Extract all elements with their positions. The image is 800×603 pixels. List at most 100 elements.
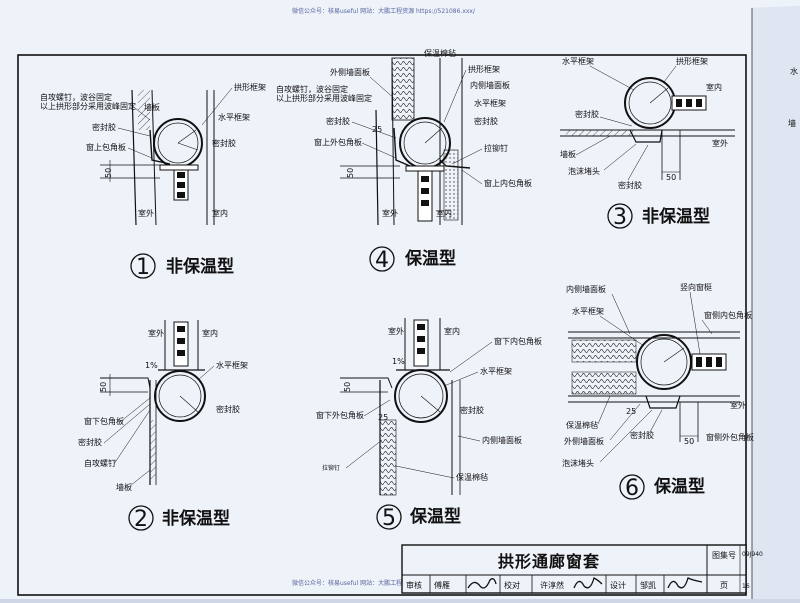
label-wall: 墙板 bbox=[116, 482, 132, 492]
label-dim: 50 bbox=[684, 437, 694, 446]
label-foam: 泡沫堵头 bbox=[562, 458, 594, 468]
label-outer-panel: 外侧墙面板 bbox=[330, 67, 370, 77]
review-label: 审核 bbox=[406, 580, 422, 590]
reviewer-name: 傅雁 bbox=[434, 580, 450, 590]
checker-signature bbox=[573, 577, 603, 589]
label-sealant: 密封胶 bbox=[630, 430, 654, 440]
sheet-border bbox=[17, 54, 747, 596]
atlas-number: 09J940 bbox=[742, 551, 763, 558]
label-sealant-2: 密封胶 bbox=[216, 404, 240, 414]
label-slope: 1% bbox=[145, 361, 158, 370]
label-outside: 室外 bbox=[388, 326, 404, 336]
edge-fragment-b: 墙 bbox=[788, 118, 796, 128]
label-sealant-2: 密封胶 bbox=[326, 116, 350, 126]
label-arch-frame: 拱形框架 bbox=[676, 56, 708, 66]
label-horizontal-frame: 水平框架 bbox=[474, 98, 506, 108]
label-mullion: 竖向窗梃 bbox=[680, 282, 712, 292]
watermark-top: 微信公众号：核易useful 网站：大鹏工程资源 https://521086.… bbox=[292, 7, 476, 15]
label-sealant: 密封胶 bbox=[92, 122, 116, 132]
label-fastener: 自攻螺钉，波谷固定 bbox=[276, 84, 348, 94]
detail-type-label: 保温型 bbox=[409, 506, 461, 527]
label-outside: 室外 bbox=[382, 208, 398, 218]
detail-2: 室外 室内 1% 水平框架 50 窗下包角板 密封胶 密封胶 自攻螺钉 墙板 2… bbox=[78, 320, 248, 532]
label-outside: 室外 bbox=[730, 400, 746, 410]
label-outer-flashing: 窗下外包角板 bbox=[316, 410, 364, 420]
label-arch-frame: 拱形框架 bbox=[468, 64, 500, 74]
reviewer-signature bbox=[467, 578, 497, 589]
atlas-number-label: 图集号 bbox=[712, 550, 736, 560]
detail-6: 内侧墙面板 竖向窗梃 水平框架 窗侧内包角板 保温棉毡 外侧墙面板 25 密封胶… bbox=[562, 282, 754, 501]
label-dim-25: 25 bbox=[378, 413, 388, 422]
edge-fragment-a: 水 bbox=[790, 66, 798, 76]
label-wall: 墙板 bbox=[144, 102, 160, 112]
label-sealant-2: 密封胶 bbox=[618, 180, 642, 190]
label-foam: 泡沫堵头 bbox=[568, 166, 600, 176]
label-horizontal-frame: 水平框架 bbox=[216, 360, 248, 370]
page-label: 页 bbox=[720, 581, 728, 590]
label-flashing: 窗上包角板 bbox=[86, 142, 126, 152]
label-outer-panel: 外侧墙面板 bbox=[564, 436, 604, 446]
label-rivet: 拉铆钉 bbox=[322, 464, 340, 472]
label-fastener-2: 以上拱形部分采用波峰固定 bbox=[40, 101, 136, 111]
label-insulation: 保温棉毡 bbox=[456, 472, 488, 482]
detail-number: 2 bbox=[134, 507, 148, 532]
label-inner-flashing: 窗下内包角板 bbox=[494, 336, 542, 346]
check-label: 校对 bbox=[504, 580, 520, 590]
label-flashing: 窗下包角板 bbox=[84, 416, 124, 426]
checker-name: 许淳然 bbox=[540, 580, 564, 590]
label-horizontal-frame: 水平框架 bbox=[562, 56, 594, 66]
label-outside: 室外 bbox=[712, 138, 728, 148]
label-sealant: 密封胶 bbox=[460, 405, 484, 415]
label-sealant: 密封胶 bbox=[78, 437, 102, 447]
label-dim: 50 bbox=[343, 382, 352, 392]
label-outer-flashing: 窗上外包角板 bbox=[314, 137, 362, 147]
detail-type-label: 非保温型 bbox=[162, 508, 230, 529]
page-number: 16 bbox=[742, 583, 750, 590]
label-outer-flashing: 窗侧外包角板 bbox=[706, 432, 754, 442]
label-dim: 50 bbox=[99, 382, 108, 392]
label-sealant-2: 密封胶 bbox=[212, 138, 236, 148]
detail-number: 4 bbox=[375, 248, 389, 273]
designer-signature bbox=[667, 577, 703, 589]
detail-1: 50 墙板 自攻螺钉，波谷固定 以上拱形部分采用波峰固定 拱形框架 水平框架 密… bbox=[40, 82, 266, 280]
label-sealant: 密封胶 bbox=[575, 109, 599, 119]
label-inner-panel: 内侧墙面板 bbox=[470, 80, 510, 90]
label-dim-25: 25 bbox=[626, 407, 636, 416]
label-dim: 50 bbox=[104, 168, 113, 178]
label-dim-25: 25 bbox=[372, 125, 382, 134]
label-inside: 室内 bbox=[444, 326, 460, 336]
label-inside: 室内 bbox=[706, 82, 722, 92]
detail-3: 水平框架 拱形框架 室内 密封胶 墙板 泡沫堵头 密封胶 室外 50 3 非保温… bbox=[560, 56, 735, 230]
label-inside: 室内 bbox=[436, 208, 452, 218]
label-inside: 室内 bbox=[202, 328, 218, 338]
label-wall: 墙板 bbox=[560, 149, 576, 159]
label-inner-flashing: 窗侧内包角板 bbox=[704, 310, 752, 320]
detail-4: 保温棉毡 外侧墙面板 自攻螺钉，波谷固定 以上拱形部分采用波峰固定 拱形框架 内… bbox=[276, 48, 532, 273]
label-inside: 室内 bbox=[212, 208, 228, 218]
label-insulation: 保温棉毡 bbox=[566, 420, 598, 430]
next-page-edge bbox=[752, 6, 800, 599]
label-dim: 50 bbox=[666, 173, 676, 182]
label-fastener-2: 以上拱形部分采用波峰固定 bbox=[276, 93, 372, 103]
label-outside: 室外 bbox=[138, 208, 154, 218]
detail-type-label: 非保温型 bbox=[166, 256, 234, 277]
label-fastener: 自攻螺钉，波谷固定 bbox=[40, 92, 112, 102]
label-dim: 50 bbox=[346, 168, 355, 178]
label-inner-panel: 内侧墙面板 bbox=[482, 435, 522, 445]
label-outside: 室外 bbox=[148, 328, 164, 338]
drawing-title: 拱形通廊窗套 bbox=[498, 552, 600, 571]
label-insulation: 保温棉毡 bbox=[424, 48, 456, 58]
detail-number: 6 bbox=[625, 476, 639, 501]
detail-type-label: 非保温型 bbox=[642, 206, 710, 227]
label-arch-frame: 拱形框架 bbox=[234, 82, 266, 92]
label-horizontal-frame: 水平框架 bbox=[572, 306, 604, 316]
label-inner-flashing: 窗上内包角板 bbox=[484, 178, 532, 188]
label-inner-panel: 内侧墙面板 bbox=[566, 284, 606, 294]
watermark-bottom: 微信公众号：核易useful 网站：大鹏工程资源 bbox=[292, 579, 414, 587]
design-label: 设计 bbox=[610, 580, 626, 590]
label-slope: 1% bbox=[392, 357, 405, 366]
designer-name: 邹凯 bbox=[640, 580, 656, 590]
